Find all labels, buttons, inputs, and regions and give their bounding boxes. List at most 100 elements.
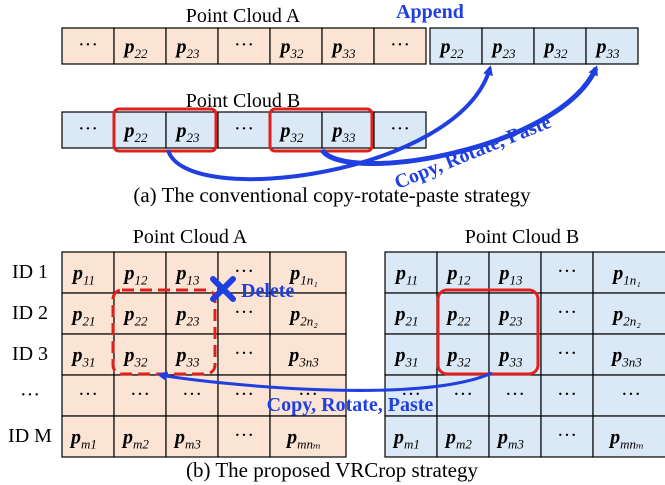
append-label: Append: [396, 1, 464, 23]
cloud-b-cell-r4-c0-symbol: pm1: [392, 427, 420, 452]
cloud-a-cell-r3-c2-text: ···: [182, 384, 202, 406]
a-row-a-cell-0-text: ···: [78, 34, 98, 56]
cloud-a-cell-r2-c0-symbol: p31: [71, 345, 96, 370]
a-row-a-cell-4: p32: [269, 27, 323, 65]
cloud-a-cell-r4-c2-base: p: [173, 427, 185, 449]
cloud-b-cell-r2-c4: p3n3: [592, 333, 665, 376]
cloud-b-cell-r2-c0-base: p: [394, 345, 406, 367]
a-appended-cell-0-symbol: p22: [439, 36, 465, 61]
cloud-a-cell-r2-c1-subscript: 32: [134, 355, 149, 370]
cloud-b-cell-r1-c2-symbol: p23: [498, 304, 524, 329]
a-appended-cell-2-subscript: 32: [554, 46, 569, 61]
cloud-b-cell-r2-c1-base: p: [446, 345, 458, 367]
cloud-a-cell-r1-c4-subscript: 2n₂: [300, 314, 318, 329]
cloud-a-cell-r3-c4: ···: [269, 374, 347, 417]
cloud-b-cell-r2-c4-symbol: p3n3: [610, 345, 642, 370]
cloud-b-cell-r1-c0-symbol: p21: [394, 304, 419, 329]
cloud-a-cell-r2-c4-subscript: 3n3: [298, 355, 319, 370]
a-appended-cell-0-base: p: [439, 36, 451, 58]
part-a-cloud-a-label: Point Cloud A: [186, 5, 301, 27]
cloud-b-cell-r1-c0-subscript: 21: [406, 314, 419, 329]
cloud-b-cell-r1-c1-subscript: 22: [458, 314, 472, 329]
a-row-b-cell-3-text: ···: [234, 118, 254, 140]
a-row-a-cell-6: ···: [373, 27, 427, 65]
cloud-b-cell-r2-c3: ···: [540, 333, 594, 376]
cloud-b-cell-r4-c0-base: p: [392, 427, 404, 449]
cloud-a-cell-r1-c3: ···: [217, 292, 271, 335]
delete-x-icon: [210, 276, 236, 302]
cloud-b-cell-r1-c1-base: p: [446, 304, 458, 326]
cloud-a-cell-r2-c0-base: p: [71, 345, 83, 367]
cloud-b-cell-r0-c4-subscript: 1n₁: [623, 273, 641, 288]
cloud-b-cell-r1-c4-subscript: 2n₂: [623, 314, 641, 329]
cloud-a-cell-r1-c0: p21: [61, 292, 115, 335]
cloud-b-cell-r4-c4-symbol: pmnₘ: [608, 427, 644, 452]
cloud-b-cell-r2-c2-subscript: 33: [509, 355, 524, 370]
cloud-b-cell-r0-c4-symbol: p1n₁: [611, 263, 641, 288]
a-row-b-cell-4-symbol: p32: [279, 120, 305, 145]
a-row-a-cell-2-base: p: [175, 36, 187, 58]
cloud-a-cell-r4-c1-base: p: [121, 427, 133, 449]
cloud-a-cell-r4-c2-symbol: pm3: [173, 427, 201, 452]
cloud-a-cell-r0-c2-symbol: p13: [175, 263, 201, 288]
caption-a: (a) The conventional copy-rotate-paste s…: [133, 183, 531, 207]
cloud-a-cell-r0-c1: p12: [113, 251, 167, 294]
cloud-a-cell-r1-c4-symbol: p2n₂: [288, 304, 318, 329]
a-appended-cell-1-symbol: p23: [491, 36, 517, 61]
cloud-a-cell-r3-c1-text: ···: [130, 384, 150, 406]
cloud-a-cell-r2-c2-base: p: [175, 345, 187, 367]
cloud-a-cell-r1-c0-symbol: p21: [71, 304, 96, 329]
cloud-b-cell-r4-c1: pm2: [436, 415, 490, 458]
cloud-b-cell-r4-c1-symbol: pm2: [444, 427, 472, 452]
cloud-a-cell-r0-c4-base: p: [288, 263, 300, 285]
a-appended-cell-1-subscript: 23: [503, 46, 517, 61]
cloud-a-cell-r0-c0-base: p: [71, 263, 83, 285]
part-b-cloud-b-label: Point Cloud B: [465, 226, 579, 248]
cloud-b-cell-r3-c4: ···: [592, 374, 665, 417]
part-b-cloud-a-label: Point Cloud A: [133, 226, 248, 248]
cloud-a-cell-r3-c3-text: ···: [234, 384, 254, 406]
a-row-a-cell-5-symbol: p33: [331, 36, 357, 61]
cloud-a-cell-r2-c2-subscript: 33: [186, 355, 201, 370]
a-row-a-cell-5-base: p: [331, 36, 343, 58]
a-row-a-cell-2-subscript: 23: [187, 46, 201, 61]
cloud-a-cell-r4-c1-symbol: pm2: [121, 427, 149, 452]
cloud-b-cell-r0-c0-subscript: 11: [406, 273, 418, 288]
a-row-a-cell-4-base: p: [279, 36, 291, 58]
cloud-b-cell-r0-c2-symbol: p13: [498, 263, 524, 288]
a-appended-cell-3-base: p: [595, 36, 607, 58]
cloud-b-cell-r0-c3: ···: [540, 251, 594, 294]
a-row-b-cell-5-symbol: p33: [331, 120, 357, 145]
cloud-a-cell-r4-c3-text: ···: [234, 425, 254, 447]
part-b-copy-rotate-paste-label: Copy, Rotate, Paste: [267, 394, 434, 416]
a-row-a-cell-3-text: ···: [234, 34, 254, 56]
cloud-b-cell-r4-c2-base: p: [496, 427, 508, 449]
cloud-a-cell-r0-c0: p11: [61, 251, 115, 294]
cloud-b-cell-r3-c3-text: ···: [557, 384, 577, 406]
a-row-b-cell-2-symbol: p23: [175, 120, 201, 145]
cloud-b-cell-r3-c1-text: ···: [453, 384, 473, 406]
a-appended-cell-2-symbol: p32: [543, 36, 569, 61]
cloud-a-cell-r2-c1-base: p: [123, 345, 135, 367]
a-row-a-cell-3: ···: [217, 27, 271, 65]
cloud-a-cell-r1-c0-subscript: 21: [83, 314, 96, 329]
a-appended-cell-3-symbol: p33: [595, 36, 621, 61]
cloud-a-cell-r2-c0: p31: [61, 333, 115, 376]
cloud-b-cell-r0-c2-base: p: [498, 263, 510, 285]
a-row-b-cell-1-subscript: 22: [135, 130, 149, 145]
cloud-a-cell-r2-c2-symbol: p33: [175, 345, 201, 370]
cloud-a-cell-r4-c0-base: p: [69, 427, 81, 449]
cloud-a-cell-r1-c2-base: p: [175, 304, 187, 326]
cloud-a-cell-r4-c2-subscript: m3: [185, 437, 201, 452]
a-row-b-cell-4: p32: [269, 111, 323, 149]
row-id-1: ID 2: [12, 302, 48, 324]
cloud-b-cell-r3-c2: ···: [488, 374, 542, 417]
cloud-a-cell-r4-c4: pmnₘ: [269, 415, 347, 458]
a-appended-cell-1-base: p: [491, 36, 503, 58]
cloud-b-cell-r3-c3: ···: [540, 374, 594, 417]
cloud-a-cell-r2-c0-subscript: 31: [82, 355, 96, 370]
